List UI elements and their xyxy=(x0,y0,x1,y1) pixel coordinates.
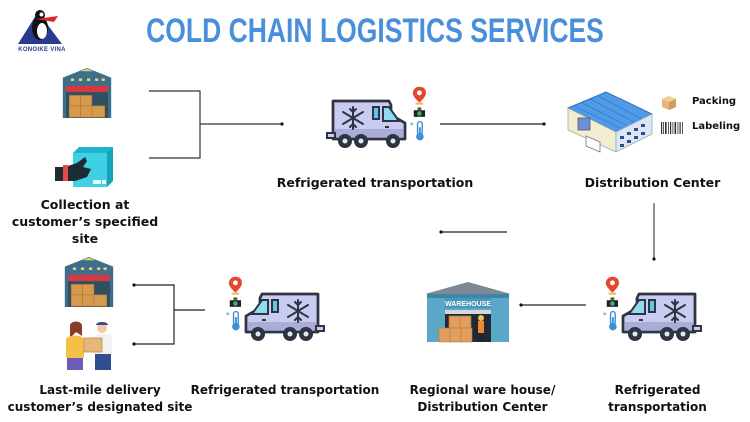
distribution-center-label: Distribution Center xyxy=(584,175,721,190)
penguin-logo-icon xyxy=(18,10,62,44)
box-icon xyxy=(662,96,676,110)
regional-warehouse-icon: WAREHOUSE xyxy=(425,282,511,343)
barcode-icon xyxy=(661,122,683,134)
collection-label-line1: Collection at xyxy=(40,197,130,212)
warehouse-sign-text: WAREHOUSE xyxy=(445,301,491,308)
service-packing-label: Packing xyxy=(692,96,737,107)
warehouse-icon xyxy=(64,256,114,308)
logo-text: KONOIKE VINA xyxy=(18,47,66,53)
service-labeling-label: Labeling xyxy=(692,121,741,132)
delivery-people-icon xyxy=(66,321,112,370)
last-mile-label-line1: Last-mile delivery xyxy=(39,383,161,397)
last-mile-label: Last-mile delivery customer’s designated… xyxy=(0,382,200,416)
distribution-center-icon xyxy=(566,91,654,153)
page-title: COLD CHAIN LOGISTICS SERVICES xyxy=(146,12,604,50)
transport-1-label: Refrigerated transportation xyxy=(276,175,474,190)
hand-package-icon xyxy=(55,147,113,187)
regional-warehouse-label-line1: Regional ware house/ xyxy=(409,383,556,397)
regional-warehouse-label-line2: Distribution Center xyxy=(417,400,548,414)
regional-warehouse-label: Regional ware house/ Distribution Center xyxy=(405,382,560,416)
service-labeling: Labeling xyxy=(661,120,750,136)
transport-2-label: Refrigerated transportation xyxy=(608,383,707,414)
logo: KONOIKE VINA xyxy=(14,6,70,56)
service-packing: Packing xyxy=(661,95,750,111)
collection-label-line2: customer’s specified site xyxy=(11,214,159,246)
transport-3-label: Refrigerated transportation xyxy=(190,383,380,397)
last-mile-label-line2: customer’s designated site xyxy=(7,400,193,414)
collection-label: Collection at customer’s specified site xyxy=(0,196,170,247)
